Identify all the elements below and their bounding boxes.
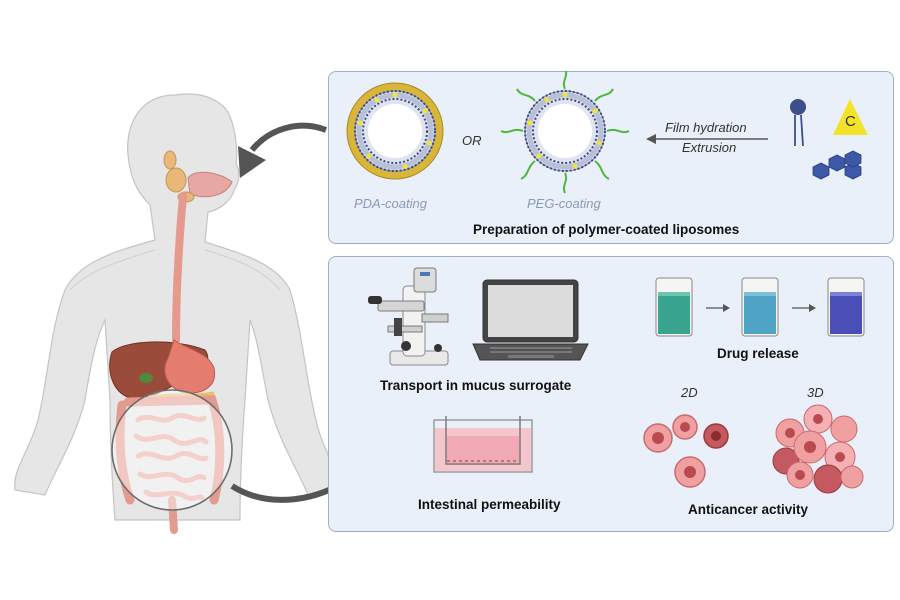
beaker-teal-icon [655,277,693,337]
permeability-label: Intestinal permeability [418,497,561,512]
method-film-hydration: Film hydration [665,120,747,135]
experiments-graphics [368,267,865,494]
anticancer-label: Anticancer activity [688,502,809,517]
method-extrusion: Extrusion [682,140,737,155]
pda-liposome-icon [346,82,444,180]
esophagus [172,192,187,344]
cells-3d-spheroid-icon [772,404,864,494]
gallbladder [139,373,153,383]
cells-2d-icon [643,414,729,488]
laptop-icon [472,279,589,361]
oral-cavity [187,171,233,198]
transwell-icon [433,416,533,473]
rectum [168,496,178,534]
arrow-to-mouth [249,122,328,152]
drug-letter: C [845,113,856,130]
lipid-icon [790,99,806,147]
beaker-purple-icon [827,277,865,337]
peg-liposome-icon [500,71,630,194]
polymer-hexagon-icon [812,150,862,180]
or-label: OR [462,133,482,148]
stomach [164,339,216,394]
microscope-icon [368,267,449,366]
label-3d: 3D [807,385,824,400]
preparation-graphics [346,71,868,194]
pda-coating-label: PDA-coating [354,196,427,211]
drug-release-label: Drug release [717,346,799,361]
small-intestine [133,412,209,501]
intestine-highlight-circle [111,389,233,511]
salivary-gland [165,167,187,193]
transport-label: Transport in mucus surrogate [380,378,572,393]
beaker-blue-icon [741,277,779,337]
preparation-title: Preparation of polymer-coated liposomes [473,222,740,237]
label-2d: 2D [681,385,698,400]
drug-triangle-icon [833,99,868,135]
peg-coating-label: PEG-coating [527,196,601,211]
